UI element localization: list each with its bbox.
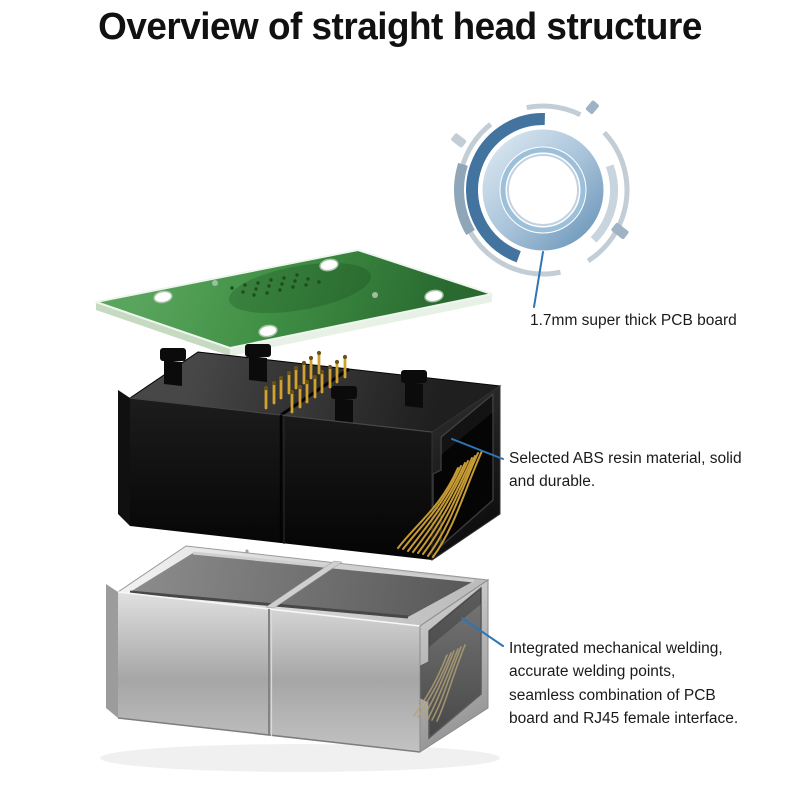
metal-shell-graphic (100, 545, 500, 772)
leader-line-abs (451, 438, 504, 460)
shell-divider-wall (265, 560, 343, 609)
pcb-top-face (95, 249, 493, 349)
abs-housing-graphic (118, 344, 502, 561)
leader-line-welding (461, 617, 504, 647)
rj45-gold-contacts (397, 450, 483, 558)
page-title: Overview of straight head structure (98, 6, 702, 48)
pcb-board-graphic (95, 249, 493, 356)
callout-pcb-board: 1.7mm super thick PCB board (530, 312, 737, 329)
decorative-ring-graphic (451, 100, 633, 279)
pcb-edge-front (230, 294, 492, 356)
pcb-solder-pads (230, 273, 321, 297)
callout-abs-material: Selected ABS resin material, solid and d… (509, 450, 742, 491)
pcb-edge-left (96, 302, 230, 356)
leader-line-pcb (533, 251, 544, 308)
pcb-mounting-holes (153, 258, 444, 338)
callout-welding: Integrated mechanical welding, accurate … (509, 640, 739, 727)
shell-inner-contacts (413, 644, 466, 722)
pcb-vias (212, 280, 378, 298)
